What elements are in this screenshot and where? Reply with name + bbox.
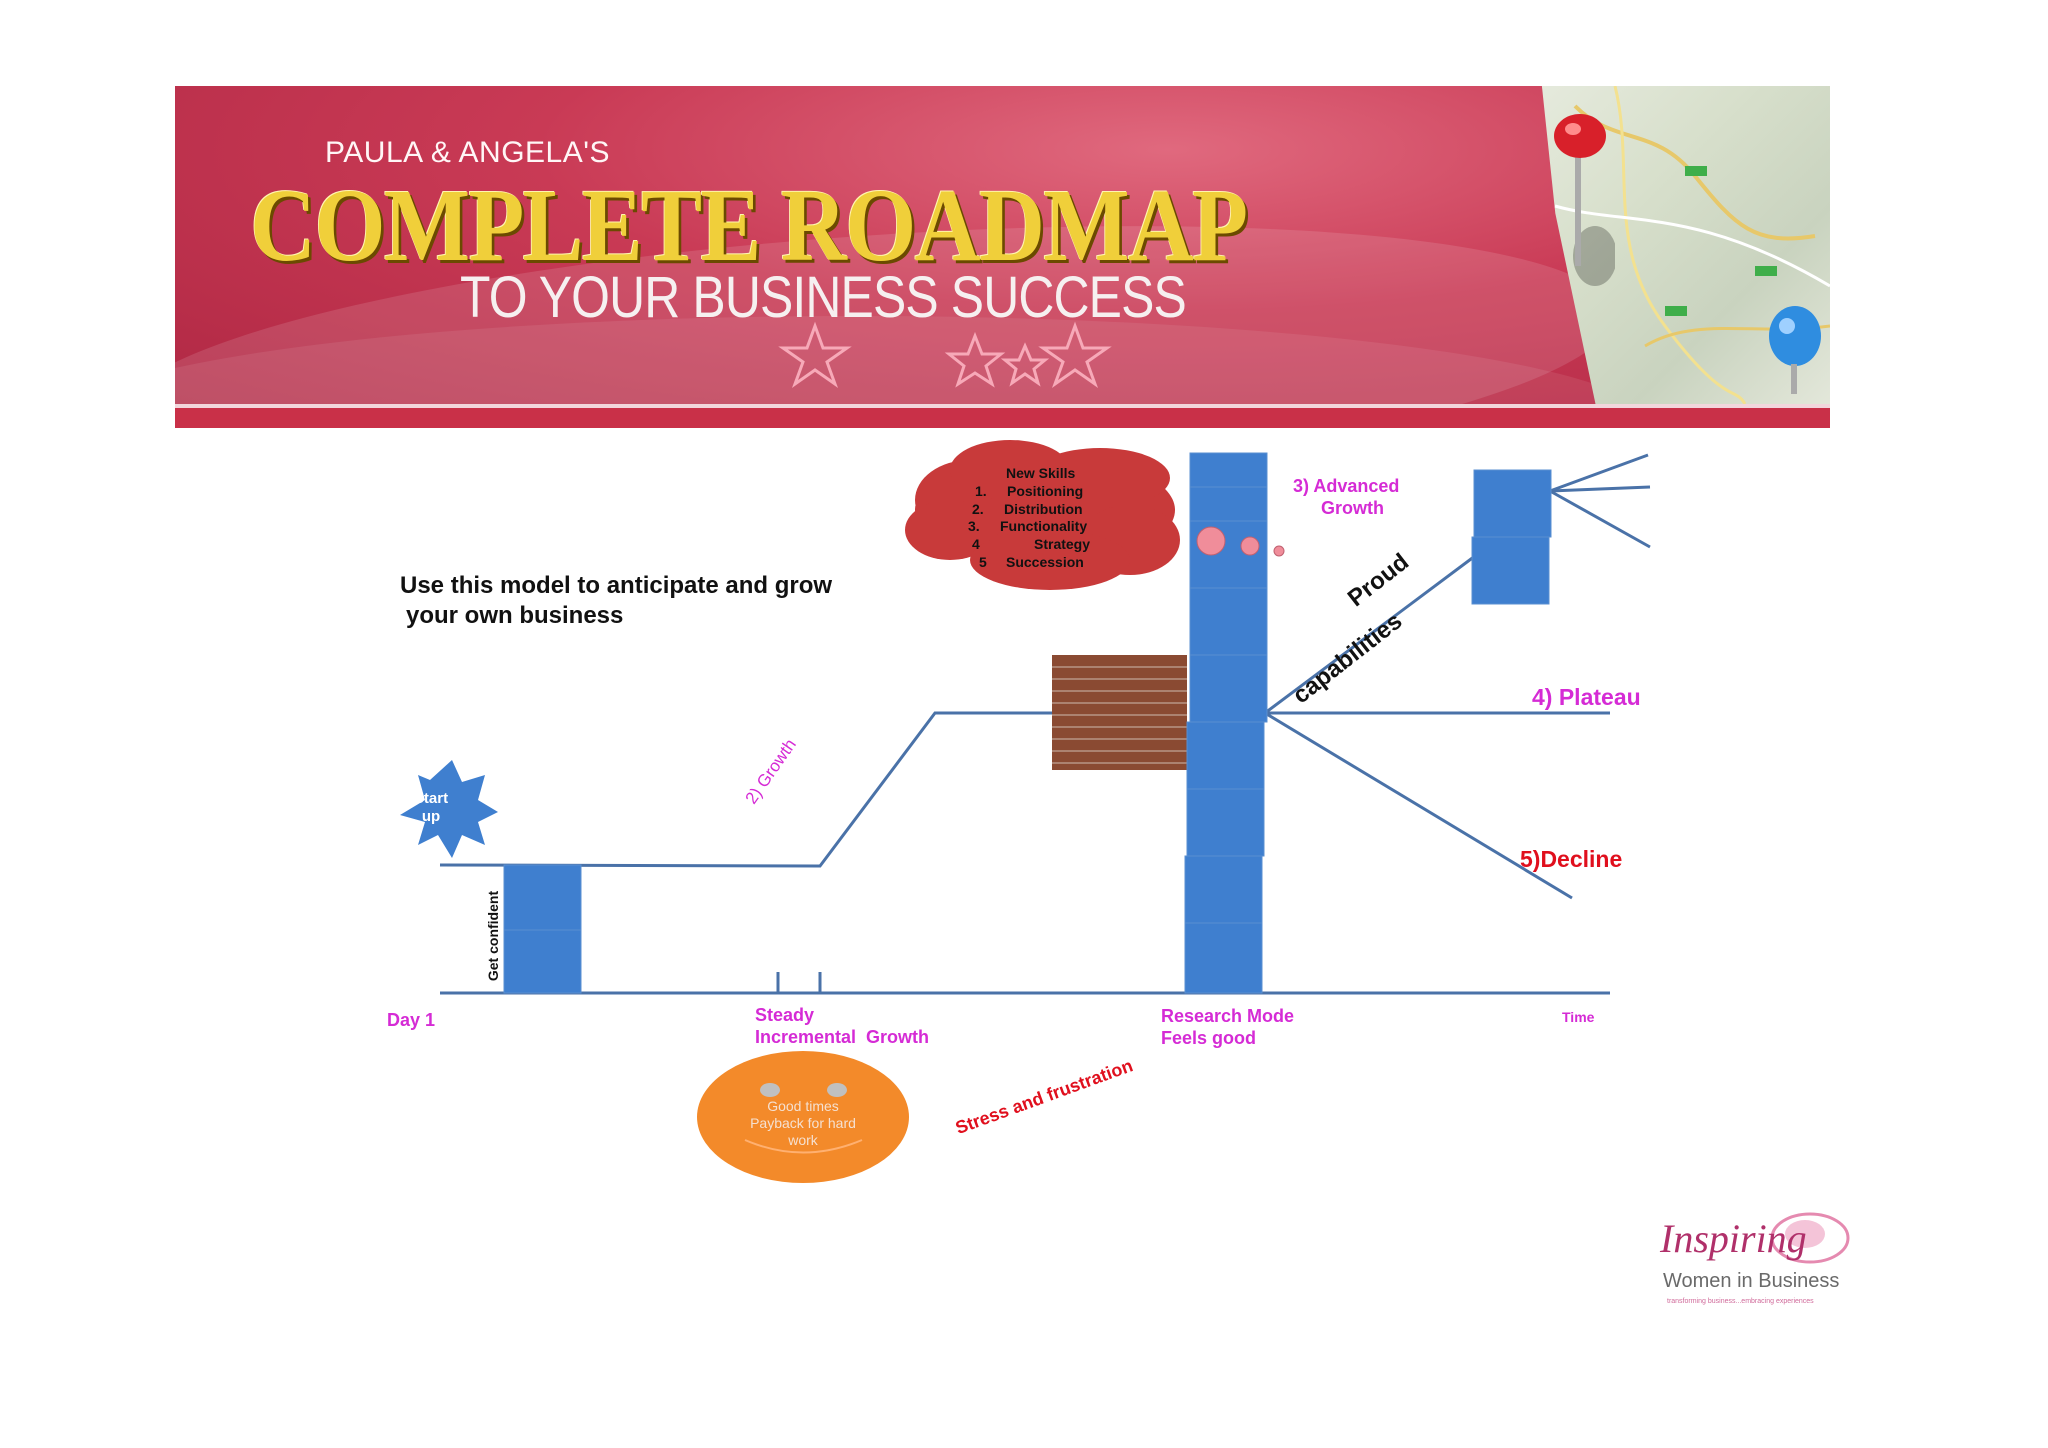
decline-label: 5)Decline	[1520, 846, 1623, 872]
cloud-item: Succession	[1006, 554, 1084, 570]
growth-path	[439, 711, 1062, 868]
thought-bubble	[1240, 536, 1260, 556]
smiley-mouth	[744, 1139, 863, 1154]
cloud-item: Functionality	[1000, 518, 1088, 534]
intro-line-1: Use this model to anticipate and grow	[400, 572, 833, 599]
logo-swirl-icon	[1770, 1212, 1850, 1264]
cloud-item: Positioning	[1007, 483, 1084, 499]
plateau-label: 4) Plateau	[1532, 684, 1641, 710]
blue-pin-icon	[1769, 306, 1821, 394]
smiley-face	[697, 1051, 909, 1183]
steady-label: Steady	[755, 1005, 815, 1025]
cloud-item: Strategy	[1034, 536, 1091, 552]
advanced-growth-label: 3) Advanced	[1293, 476, 1400, 496]
banner-title: COMPLETE ROADMAP	[250, 168, 1248, 283]
day1-label: Day 1	[387, 1010, 436, 1030]
block	[503, 864, 582, 931]
cloud-item-num: 2.	[972, 501, 984, 517]
smiley-eye	[827, 1083, 847, 1097]
intro-line-2: your own business	[406, 602, 624, 629]
thought-bubble	[1273, 545, 1285, 557]
cloud-item-num: 5	[979, 554, 987, 570]
time-label: Time	[1562, 1009, 1595, 1025]
cloud-heading: New Skills	[1006, 465, 1076, 481]
cloud-item-num: 3.	[968, 518, 980, 534]
logo-line: Women in Business	[1663, 1270, 1840, 1292]
map-marker	[1685, 166, 1707, 176]
branch-line	[1549, 485, 1651, 493]
smiley-text: Good times	[767, 1098, 839, 1114]
cloud-item-num: 4	[972, 536, 980, 552]
branch-line	[1549, 453, 1649, 493]
banner-subtitle: PAULA & ANGELA'S	[325, 136, 610, 169]
block	[1471, 536, 1550, 605]
smiley-text: work	[788, 1132, 818, 1148]
startup-label: Start	[413, 790, 449, 807]
smiley-text: Payback for hard	[750, 1115, 856, 1131]
advanced-growth-label: Growth	[1321, 498, 1384, 518]
startup-label: up	[421, 808, 441, 825]
research-stack	[1184, 452, 1268, 994]
get-confident-label: Get confident	[485, 890, 502, 982]
banner-stripe	[175, 404, 1830, 428]
cloud-item: Distribution	[1004, 501, 1083, 517]
thought-bubble	[1196, 526, 1226, 556]
decline-line	[1264, 711, 1573, 900]
block	[1473, 469, 1552, 538]
map-marker	[1755, 266, 1777, 276]
branch-line	[1549, 489, 1651, 549]
research-mode-label: Research Mode	[1161, 1006, 1295, 1026]
startup-starburst	[400, 760, 498, 858]
skills-cloud	[905, 440, 1180, 590]
stars-decoration	[778, 321, 1112, 388]
advanced-growth-line	[1264, 554, 1476, 715]
brick-wall	[1052, 655, 1187, 770]
logo-script: Inspiring	[1660, 1216, 1807, 1261]
banner-tagline: TO YOUR BUSINESS SUCCESS	[460, 265, 1187, 330]
red-pin-icon	[1554, 114, 1615, 286]
feels-good-label: Feels good	[1161, 1028, 1257, 1048]
map-marker	[1665, 306, 1687, 316]
inspiring-women-logo: Inspiring Women in Business transforming…	[1655, 1210, 1855, 1320]
cloud-item-num: 1.	[975, 483, 987, 499]
incremental-growth-label: Incremental Growth	[755, 1027, 930, 1047]
logo-tagline: transforming business...embracing experi…	[1667, 1298, 1814, 1305]
block	[503, 929, 582, 994]
header-banner: PAULA & ANGELA'S COMPLETE ROADMAP TO YOU…	[175, 86, 1830, 404]
smiley-eye	[760, 1083, 780, 1097]
